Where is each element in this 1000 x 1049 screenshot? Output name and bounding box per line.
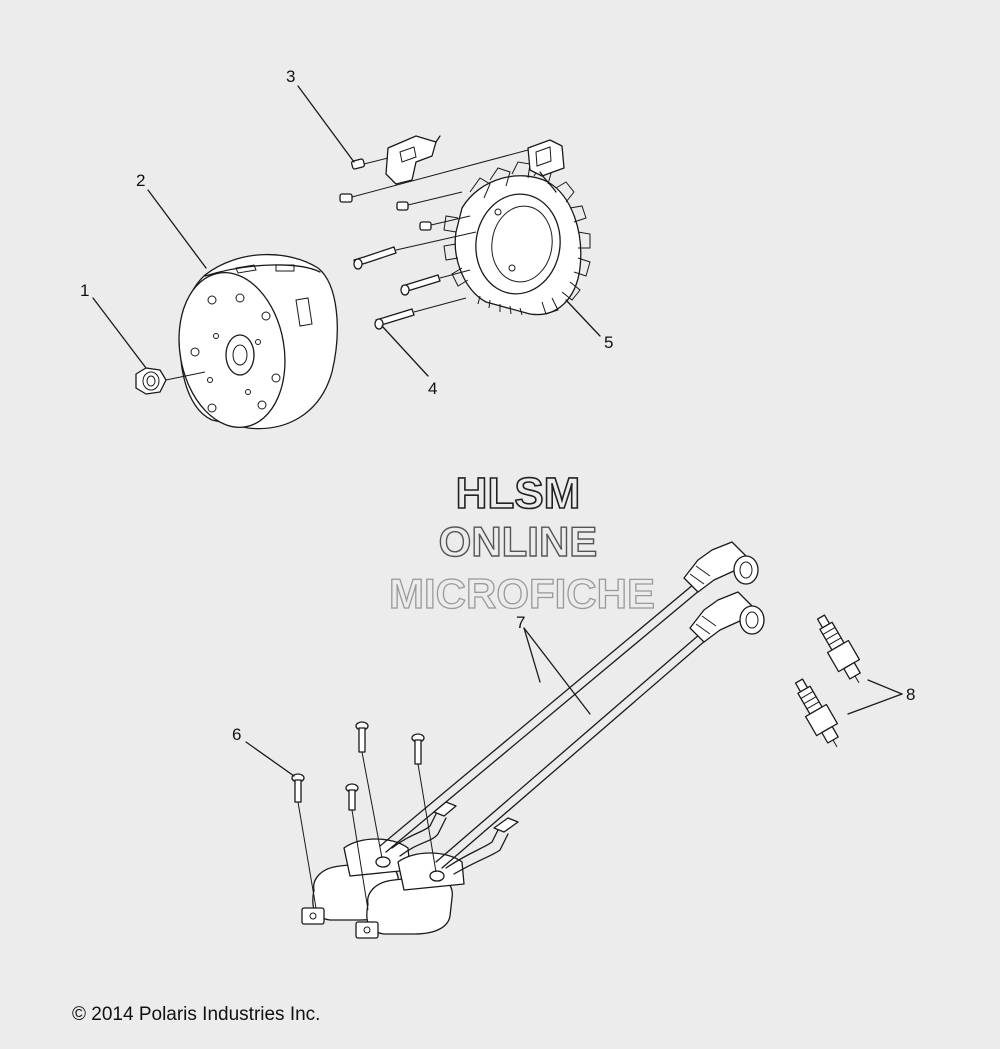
screw-3 (350, 157, 389, 170)
coil-2 (355, 852, 465, 939)
ignition-coils (301, 541, 765, 939)
primary-connectors (391, 801, 519, 875)
callout-6: 6 (232, 725, 241, 744)
callout-1: 1 (80, 281, 89, 300)
leader-4 (381, 325, 429, 377)
screw-b (396, 191, 463, 211)
plug-cap-2 (689, 591, 765, 643)
copyright-notice: © 2014 Polaris Industries Inc. (72, 1004, 321, 1025)
watermark-line-2: ONLINE (439, 518, 598, 565)
leader-3 (297, 85, 355, 163)
plug-cap-1 (683, 541, 759, 593)
coil-screws (291, 721, 437, 911)
callout-5: 5 (604, 333, 613, 352)
spark-plug-2 (794, 678, 839, 748)
watermark-line-3: MICROFICHE (389, 570, 655, 617)
flywheel-nut (135, 367, 206, 395)
callout-7: 7 (516, 613, 525, 632)
leader-lines (92, 85, 903, 777)
leader-8b (847, 693, 903, 715)
screw-6 (291, 773, 317, 909)
watermark: HLSM ONLINE MICROFICHE (388, 468, 655, 617)
leader-7a (523, 627, 541, 683)
stator (443, 139, 591, 316)
callout-4: 4 (428, 379, 437, 398)
leader-5 (565, 299, 601, 337)
leader-1 (92, 297, 147, 369)
pickup-sensor (385, 135, 441, 185)
leader-2 (147, 189, 207, 269)
bolt-long-2 (400, 269, 471, 296)
bolt-long-4 (374, 297, 467, 330)
leader-7b (523, 627, 591, 715)
watermark-line-1: HLSM (456, 469, 581, 518)
leader-8a (867, 679, 903, 695)
screws-upper (339, 149, 529, 330)
bolt-long-1 (353, 231, 477, 270)
callout-8: 8 (906, 685, 915, 704)
callout-3: 3 (286, 67, 295, 86)
callout-numbers: 1 2 3 4 5 6 7 8 (80, 67, 915, 744)
spark-plugs (794, 614, 861, 748)
leader-6 (245, 741, 295, 777)
callout-2: 2 (136, 171, 145, 190)
spark-plug-1 (816, 614, 861, 684)
screw-c (419, 215, 471, 231)
flywheel (178, 253, 338, 430)
screw-a (339, 149, 529, 203)
